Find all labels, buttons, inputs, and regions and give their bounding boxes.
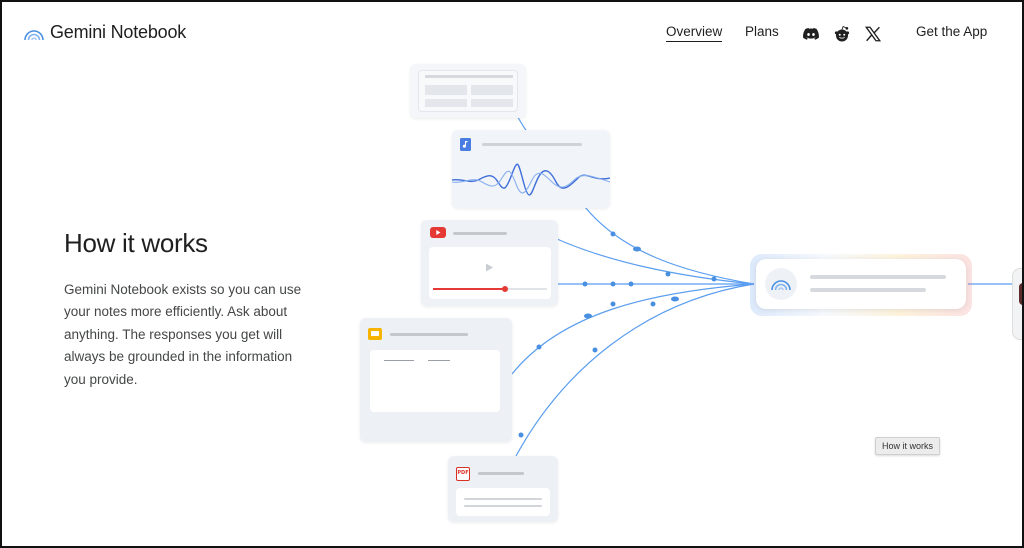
- flow-dot: [536, 344, 542, 350]
- audio-doc-icon: [460, 138, 471, 151]
- brand-logo[interactable]: Gemini Notebook: [24, 22, 186, 43]
- table-cell: [425, 85, 467, 95]
- video-player: [429, 247, 551, 299]
- flow-dot: [582, 281, 588, 287]
- get-the-app-link[interactable]: Get the App: [916, 24, 988, 39]
- flow-dot: [633, 246, 641, 252]
- flow-dot: [610, 281, 616, 287]
- top-header: Gemini Notebook Overview Plans: [2, 2, 1022, 64]
- video-progress-knob: [502, 286, 508, 292]
- flow-dot: [665, 271, 671, 277]
- slides-title-bar: [390, 333, 468, 336]
- pdf-icon: PDF: [456, 467, 470, 481]
- flow-dot: [592, 347, 598, 353]
- table-source-card[interactable]: [410, 64, 526, 118]
- pdf-text-line: [464, 498, 542, 500]
- flow-dot: [650, 301, 656, 307]
- tooltip: How it works: [875, 437, 941, 455]
- gemini-logo-icon: [771, 280, 791, 291]
- flow-dot: [584, 313, 592, 319]
- brand-name: Gemini Notebook: [50, 22, 187, 42]
- table-cell: [471, 85, 513, 95]
- main-nav: Overview Plans Get the App: [2, 24, 1022, 44]
- gemini-logo-icon: [24, 29, 44, 40]
- play-icon: [486, 263, 493, 272]
- discord-icon[interactable]: [802, 25, 820, 43]
- hub-response-line: [810, 275, 946, 279]
- slides-source-card[interactable]: [360, 318, 512, 442]
- pdf-source-card[interactable]: PDF: [448, 456, 558, 522]
- pdf-title-bar: [478, 472, 524, 475]
- nav-plans-link[interactable]: Plans: [745, 24, 779, 39]
- slides-icon: [368, 328, 382, 340]
- flow-dot: [628, 281, 634, 287]
- section-description: Gemini Notebook exists so you can use yo…: [64, 282, 302, 387]
- gemini-hub-card[interactable]: [756, 259, 966, 309]
- flow-dot: [518, 432, 524, 438]
- youtube-source-card[interactable]: [421, 220, 558, 306]
- table-source-preview: [418, 70, 518, 112]
- section-title: How it works: [64, 228, 208, 258]
- side-panel-tab[interactable]: [1012, 268, 1022, 340]
- connector-line: [584, 206, 755, 285]
- youtube-icon: [430, 227, 446, 238]
- slide-text-line: [384, 360, 414, 361]
- table-header-bar: [425, 75, 513, 78]
- pdf-icon-label: PDF: [457, 470, 469, 476]
- flow-dot: [671, 296, 679, 302]
- slide-text-line: [428, 360, 450, 361]
- flow-dot: [610, 301, 616, 307]
- x-icon[interactable]: [864, 25, 882, 43]
- connector-line: [511, 283, 755, 375]
- flow-dot: [610, 231, 616, 237]
- connector-line: [541, 231, 755, 285]
- table-cell: [425, 99, 467, 107]
- side-panel-tab-mark: [1019, 283, 1022, 305]
- hub-icon-circle: [765, 268, 797, 300]
- pdf-text-line: [464, 505, 542, 507]
- audio-title-bar: [482, 143, 582, 146]
- reddit-icon[interactable]: [833, 25, 851, 43]
- nav-overview-link[interactable]: Overview: [666, 24, 723, 42]
- connector-line: [515, 283, 755, 457]
- slide-preview: [370, 350, 500, 412]
- flow-dot: [711, 276, 717, 282]
- table-cell: [471, 99, 513, 107]
- youtube-title-bar: [453, 232, 507, 235]
- pdf-preview: [456, 488, 550, 516]
- audio-source-card[interactable]: [452, 130, 610, 208]
- hub-response-line: [810, 288, 926, 292]
- audio-waveform: [452, 163, 610, 196]
- video-progress-fill: [433, 288, 504, 290]
